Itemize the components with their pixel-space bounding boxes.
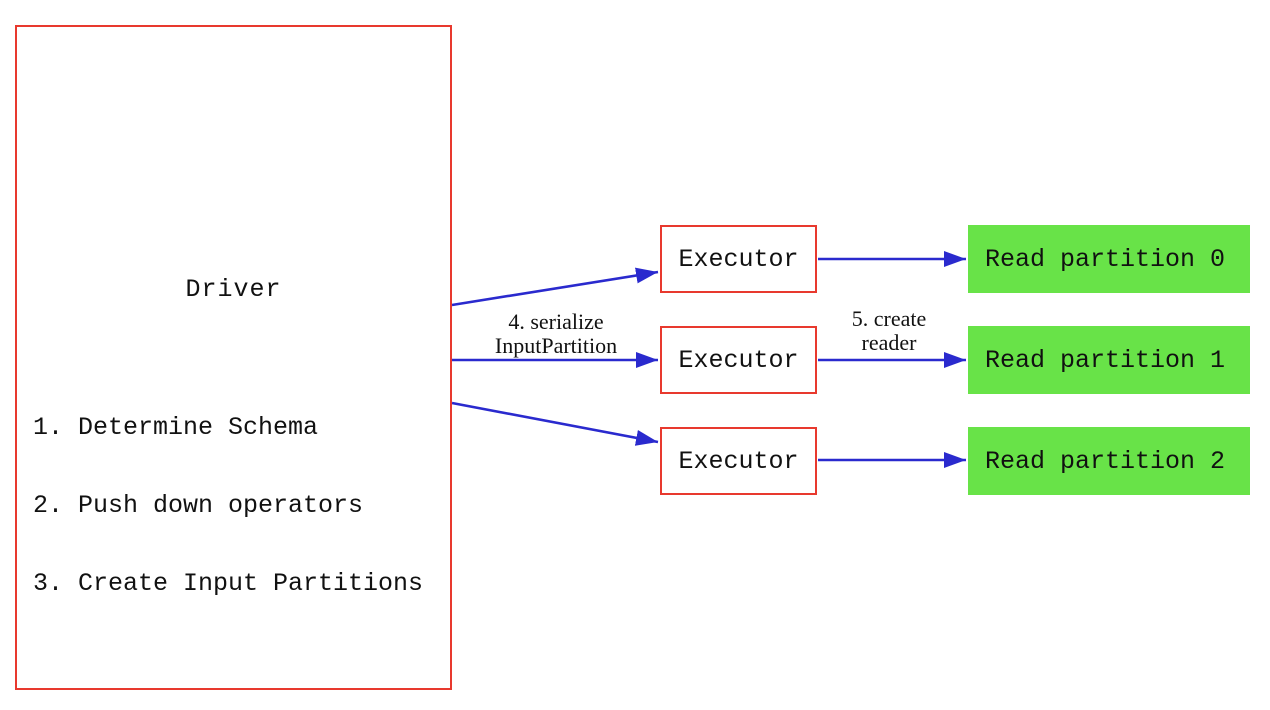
executor-box-1: Executor (660, 326, 817, 394)
annotation-serialize-line2: InputPartition (494, 333, 618, 358)
annotation-serialize-inputpartition: 4. serialize InputPartition (466, 310, 646, 358)
arrow-driver-to-executor-0 (451, 267, 659, 307)
executor-box-2: Executor (660, 427, 817, 495)
executor-label: Executor (678, 446, 799, 476)
driver-step-1: 1. Determine Schema (33, 413, 319, 442)
annotation-serialize-line1: 4. serialize (508, 309, 604, 334)
read-partition-label: Read partition 2 (985, 446, 1226, 476)
read-partition-box-2: Read partition 2 (968, 427, 1250, 495)
read-partition-label: Read partition 0 (985, 244, 1226, 274)
annotation-create-reader-line1: 5. create (851, 306, 927, 331)
executor-label: Executor (678, 244, 799, 274)
driver-title: Driver (185, 275, 282, 304)
arrow-driver-to-executor-2 (451, 401, 659, 446)
read-partition-box-1: Read partition 1 (968, 326, 1250, 394)
driver-steps: 1. Determine Schema 2. Push down operato… (33, 363, 423, 649)
read-partition-box-0: Read partition 0 (968, 225, 1250, 293)
driver-step-3: 3. Create Input Partitions (33, 569, 424, 598)
annotation-create-reader-line2: reader (861, 330, 917, 355)
executor-label: Executor (678, 345, 799, 375)
annotation-create-reader: 5. create reader (829, 307, 949, 355)
read-partition-label: Read partition 1 (985, 345, 1226, 375)
executor-box-0: Executor (660, 225, 817, 293)
driver-step-2: 2. Push down operators (33, 491, 364, 520)
driver-box: Driver 1. Determine Schema 2. Push down … (15, 25, 452, 690)
